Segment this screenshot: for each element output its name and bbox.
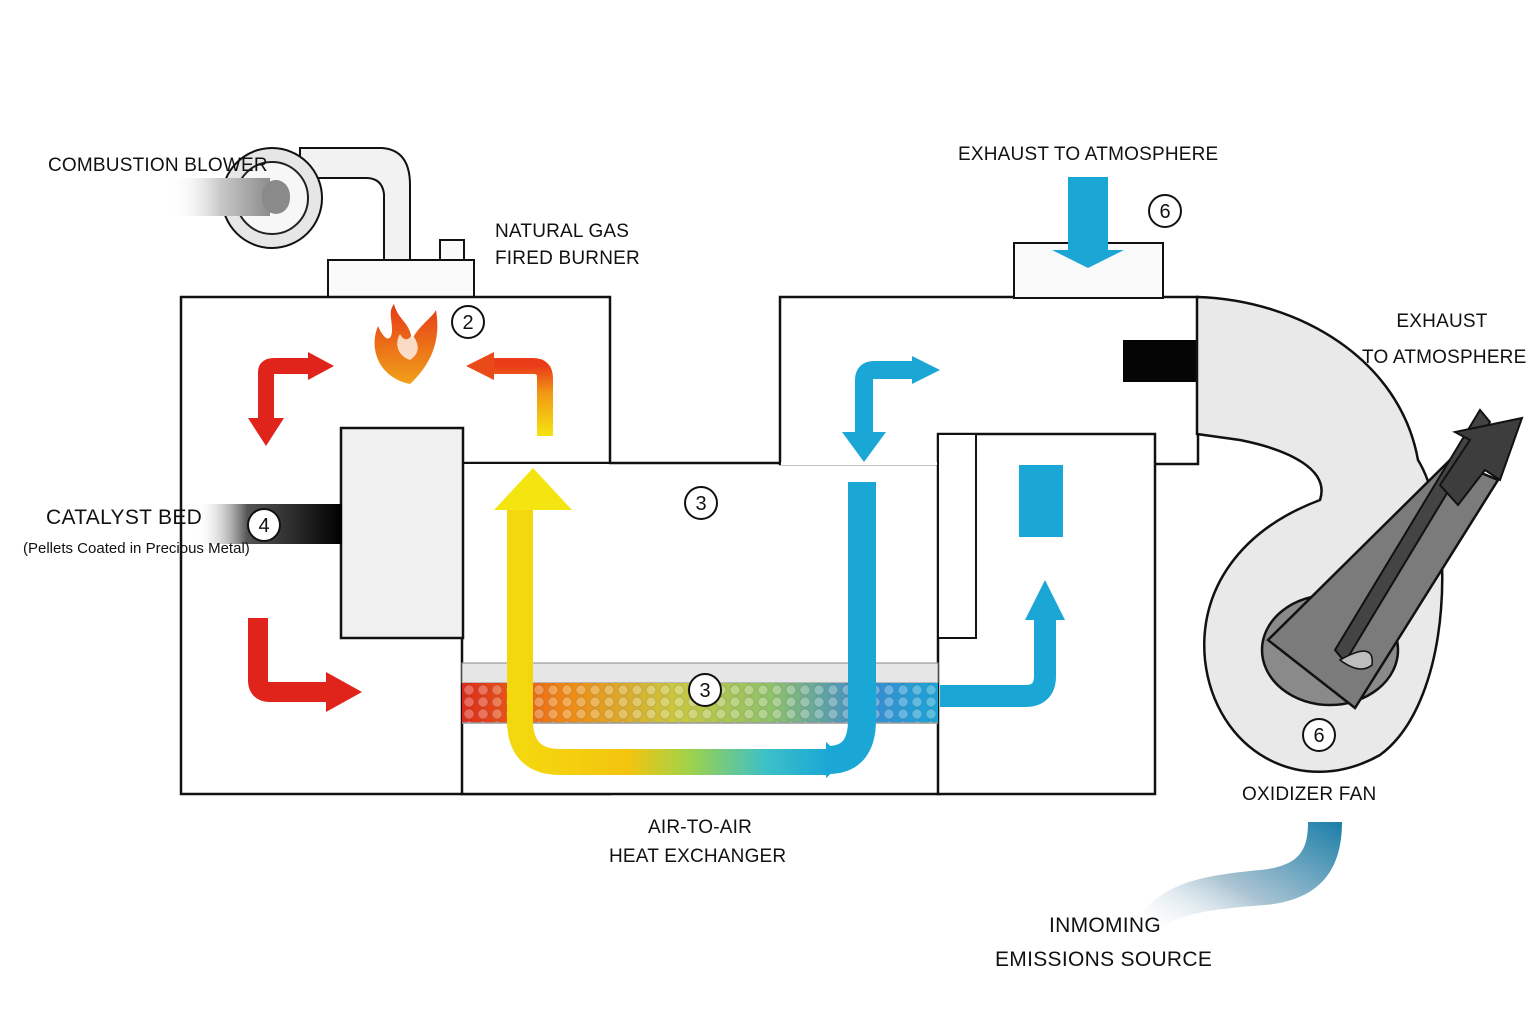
hot-flow-arrow-bottom-left [248, 618, 362, 712]
heat-exchanger-label-line1: AIR-TO-AIR [647, 817, 753, 838]
catalyst-bed-block [339, 426, 465, 640]
cool-flow-down-arrow [827, 482, 876, 774]
fan-connector [1123, 340, 1199, 382]
marker-exhaust-stack: 6 [1148, 194, 1182, 228]
exhaust-right-label-line1: EXHAUST [1396, 311, 1488, 332]
marker-burner: 2 [451, 305, 485, 339]
natural-gas-label-line1: NATURAL GAS [495, 221, 630, 242]
inlet-flow-arrow [940, 580, 1065, 707]
catalyst-bed-label: CATALYST BED [46, 506, 203, 529]
inlet-flow-bar [1019, 465, 1063, 537]
combustion-blower-label: COMBUSTION BLOWER [48, 155, 268, 176]
incoming-label-line2: EMISSIONS SOURCE [995, 948, 1213, 971]
oxidizer-fan-label: OXIDIZER FAN [1242, 784, 1377, 805]
inlet-baffle [937, 433, 977, 639]
marker-fan: 6 [1302, 718, 1336, 752]
incoming-label-line1: INMOMING [1048, 914, 1162, 937]
oxidizer-fan [1195, 295, 1524, 773]
exhaust-top-label: EXHAUST TO ATMOSPHERE [958, 144, 1219, 165]
hot-flow-arrow-top-right [466, 352, 553, 436]
cool-loop-arrow [842, 356, 940, 462]
hot-flow-arrow-top-left [248, 352, 334, 446]
marker-catalyst: 4 [247, 508, 281, 542]
incoming-emissions-stream [1142, 822, 1342, 935]
marker-heat-exchanger-lower: 3 [688, 673, 722, 707]
heat-exchanger-label-line2: HEAT EXCHANGER [609, 846, 787, 867]
catalyst-bed-sublabel: (Pellets Coated in Precious Metal) [23, 540, 250, 557]
exhaust-down-arrow [1052, 177, 1124, 268]
combustion-blower [170, 147, 411, 263]
exhaust-right-label-line2: TO ATMOSPHERE [1362, 347, 1527, 368]
marker-heat-exchanger-upper: 3 [684, 486, 718, 520]
flame-icon [374, 304, 438, 384]
natural-gas-label-line2: FIRED BURNER [495, 248, 640, 269]
